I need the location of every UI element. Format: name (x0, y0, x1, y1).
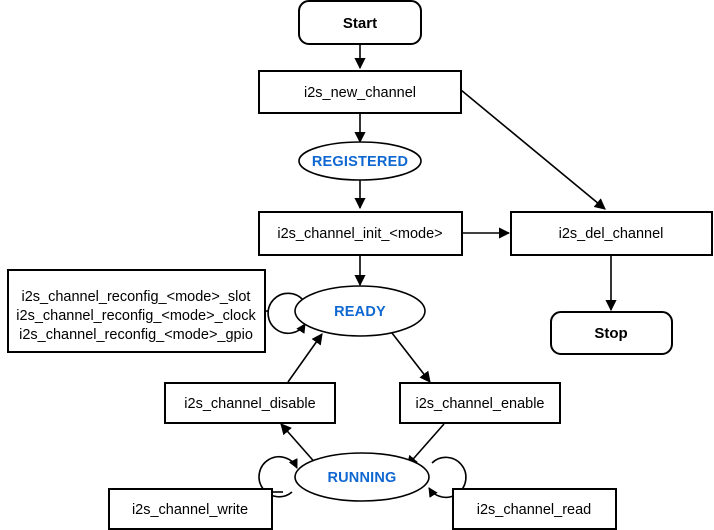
read-box (452, 488, 617, 530)
node-disable: i2s_channel_disable (164, 382, 336, 424)
stop-label: Stop (594, 325, 627, 342)
registered-label: REGISTERED (312, 154, 408, 170)
enable-label: i2s_channel_enable (416, 396, 545, 412)
init-mode-label: i2s_channel_init_<mode> (277, 226, 442, 242)
reconfig-line-gpio: i2s_channel_reconfig_<mode>_gpio (19, 327, 253, 343)
del-channel-label: i2s_del_channel (559, 226, 664, 242)
del-channel-box (510, 211, 713, 256)
disable-box (164, 382, 336, 424)
edge-running-to-disable (280, 423, 319, 467)
node-write: i2s_channel_write (108, 488, 273, 530)
self-loops-layer (258, 292, 467, 499)
running-ellipse (294, 452, 430, 502)
loop-running-read (428, 456, 467, 499)
node-enable: i2s_channel_enable (399, 382, 561, 424)
write-box (108, 488, 273, 530)
edge-disable-to-ready (287, 333, 323, 383)
edges-layer (280, 44, 617, 467)
ready-ellipse (294, 285, 426, 337)
state-running: RUNNING (294, 452, 430, 502)
new-channel-box (258, 70, 462, 114)
reconfig-line-slot: i2s_channel_reconfig_<mode>_slot (22, 289, 251, 305)
node-new-channel: i2s_new_channel (258, 70, 462, 114)
stop-box (550, 311, 673, 355)
reconfig-line-clock: i2s_channel_reconfig_<mode>_clock (16, 308, 256, 324)
node-reconfig: i2s_channel_reconfig_<mode>_slot i2s_cha… (7, 269, 266, 353)
start-label: Start (343, 15, 377, 32)
running-label: RUNNING (327, 470, 396, 486)
loop-running-write (258, 455, 298, 498)
reconfig-box (7, 269, 266, 353)
state-registered: REGISTERED (298, 141, 422, 181)
edge-ready-to-enable (391, 332, 431, 383)
start-box (298, 0, 422, 45)
loop-ready-reconfig (267, 292, 306, 335)
new-channel-label: i2s_new_channel (304, 85, 416, 101)
ready-label: READY (334, 304, 386, 320)
node-stop: Stop (550, 311, 673, 355)
node-del-channel: i2s_del_channel (510, 211, 713, 256)
disable-label: i2s_channel_disable (184, 396, 315, 412)
edge-new-channel-to-del-channel (460, 89, 606, 210)
node-init-mode: i2s_channel_init_<mode> (258, 211, 463, 256)
read-label: i2s_channel_read (477, 502, 591, 518)
node-start: Start (298, 0, 422, 45)
registered-ellipse (298, 141, 422, 181)
node-read: i2s_channel_read (452, 488, 617, 530)
edge-enable-to-running (406, 423, 445, 467)
state-ready: READY (294, 285, 426, 337)
init-mode-box (258, 211, 463, 256)
enable-box (399, 382, 561, 424)
write-label: i2s_channel_write (132, 502, 248, 518)
